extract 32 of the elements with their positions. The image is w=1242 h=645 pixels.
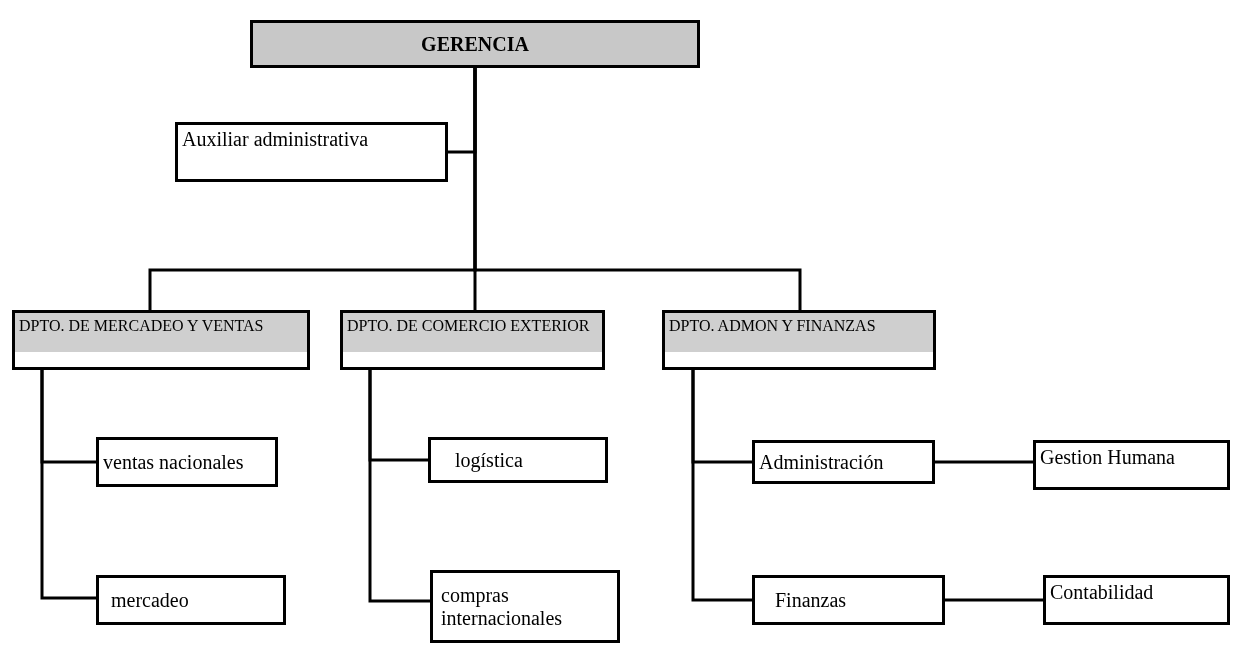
node-label: Gestion Humana <box>1040 445 1175 469</box>
node-label: Finanzas <box>775 588 847 612</box>
node-label: DPTO. ADMON Y FINANZAS <box>669 316 876 336</box>
unit-box <box>1033 440 1230 490</box>
connector-line <box>473 68 802 310</box>
unit-box <box>752 440 935 484</box>
node-label: Contabilidad <box>1050 580 1154 604</box>
unit-box <box>175 122 448 182</box>
connector-line <box>40 370 96 600</box>
unit-box <box>430 570 620 643</box>
node-label: logística <box>455 448 523 472</box>
connector-line <box>691 370 752 602</box>
unit-box <box>96 437 278 487</box>
connector-line <box>368 370 430 603</box>
node-label: Administración <box>759 450 884 474</box>
connector-line <box>935 460 1033 464</box>
unit-box <box>752 575 945 625</box>
node-label: DPTO. DE MERCADEO Y VENTAS <box>19 316 264 336</box>
department-box <box>340 310 605 370</box>
connector-line <box>945 598 1043 602</box>
unit-box <box>428 437 608 483</box>
node-label: DPTO. DE COMERCIO EXTERIOR <box>347 316 590 336</box>
node-label: GERENCIA <box>421 32 529 56</box>
node-label: Auxiliar administrativa <box>182 127 369 151</box>
title-box <box>250 20 700 68</box>
department-box <box>662 310 936 370</box>
unit-box <box>96 575 286 625</box>
node-label: ventas nacionales <box>103 450 244 474</box>
department-box <box>12 310 310 370</box>
node-label: mercadeo <box>111 588 189 612</box>
unit-box <box>1043 575 1230 625</box>
node-label: compras internacionales <box>441 583 564 630</box>
